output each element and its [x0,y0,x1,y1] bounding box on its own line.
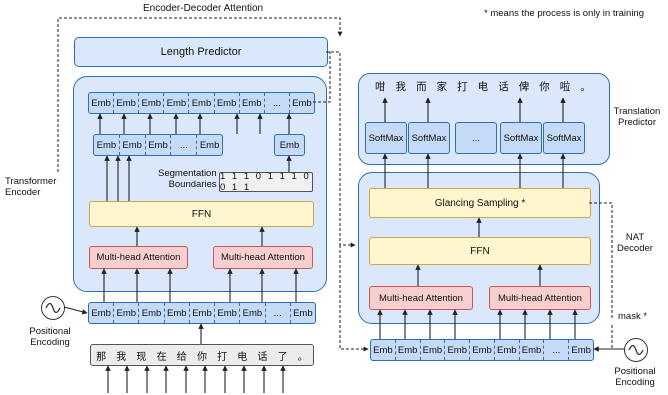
positional-encoding-label-right: Positional Encoding [614,366,656,388]
input-char: 。 [297,351,308,363]
decoder-multihead-attention-1: Multi-head Attention [369,286,473,310]
emb-cell: Emb [215,303,241,323]
emb-cell: Emb [396,340,421,360]
emb-cell: Emb [215,93,240,113]
input-char: 我 [116,351,127,363]
emb-cell: Emb [164,93,190,113]
encoder-input-emb-row: Emb Emb Emb Emb Emb Emb Emb ... Emb [88,302,316,324]
softmax-1: SoftMax [365,122,407,154]
output-char: 你 [539,80,550,93]
emb-cell: Emb [421,340,446,360]
output-char: 咁 [375,80,386,93]
output-char: 啦 [559,80,571,93]
transformer-encoder-label: Transformer Encoder [5,176,57,198]
output-char: 我 [395,80,407,93]
input-arrows [105,365,286,393]
emb-cell: Emb [571,344,591,356]
emb-cell: Emb [94,135,120,155]
output-char: 俾 [518,80,530,93]
input-char: 给 [176,351,187,363]
emb-cell: Emb [114,93,140,113]
emb-cell: Emb [293,307,313,319]
emb-cell: Emb [495,340,520,360]
ellipsis-cell: ... [266,303,291,323]
input-char: 你 [196,351,207,363]
ellipsis-cell: ... [265,93,290,113]
encoder-ffn: FFN [89,201,314,227]
emb-cell: Emb [470,340,495,360]
softmax-ellipsis: ... [455,122,497,154]
segmentation-bits: 1 1 1 0 1 1 1 0 0 1 1 [219,171,313,193]
glancing-sampling: Glancing Sampling * [369,188,591,218]
length-predictor-label: Length Predictor [160,46,242,58]
training-note: * means the process is only in training [484,8,644,19]
emb-cell: Emb [165,303,190,323]
translation-predictor-label: Translation Predictor [613,106,661,128]
decoder-ffn: FFN [369,237,591,265]
input-char: 打 [217,351,228,363]
emb-cell: Emb [114,303,140,323]
positional-encoding-label-left: Positional Encoding [29,326,71,348]
encoder-decoder-attention-label: Encoder-Decoder Attention [143,3,264,14]
emb-cell: Emb [445,340,471,360]
emb-cell: Emb [189,93,215,113]
emb-cell: Emb [120,135,146,155]
softmax-4: SoftMax [543,122,585,154]
input-char: 话 [257,351,268,363]
emb-cell: Emb [89,303,115,323]
input-char: 在 [156,351,167,363]
input-char: 电 [237,351,248,363]
input-char: 了 [277,351,288,363]
length-predictor: Length Predictor [74,37,328,67]
emb-cell: Emb [199,139,220,151]
emb-cell: Emb [520,340,545,360]
positional-encoding-icon [624,338,648,362]
mask-label: mask * [618,311,648,322]
decoder-input-emb-row: Emb Emb Emb Emb Emb Emb Emb ... Emb [370,339,594,361]
positional-encoding-icon [41,296,65,320]
output-sentence: 咁 我 而 家 打 电 话 俾 你 啦 。 [370,76,596,96]
ellipsis-cell: ... [171,135,198,155]
input-char: 那 [96,351,107,363]
emb-cell: Emb [190,303,216,323]
input-sentence: 那 我 现 在 给 你 打 电 话 了 。 [90,344,314,366]
softmax-3: SoftMax [500,122,542,154]
decoder-multihead-attention-2: Multi-head Attention [489,286,591,310]
output-char: 打 [457,80,468,93]
emb-cell: Emb [139,93,165,113]
encoder-segment-emb-row: Emb Emb Emb ... Emb [93,134,223,156]
output-char: 。 [580,80,591,93]
output-char: 而 [416,80,427,93]
output-char: 话 [498,80,509,93]
input-char: 现 [136,351,147,363]
emb-cell: Emb [240,303,266,323]
emb-cell: Emb [371,340,396,360]
segmentation-boundaries-label: Segmentation Boundaries [158,168,217,190]
emb-cell: Emb [292,97,312,109]
nat-decoder-label: NAT Decoder [617,232,653,254]
ellipsis-cell: ... [544,340,570,360]
emb-cell: Emb [146,135,172,155]
output-char: 电 [477,80,489,93]
output-char: 家 [436,80,448,93]
emb-cell: Emb [89,93,115,113]
emb-cell: Emb [139,303,165,323]
emb-cell: Emb [240,93,265,113]
